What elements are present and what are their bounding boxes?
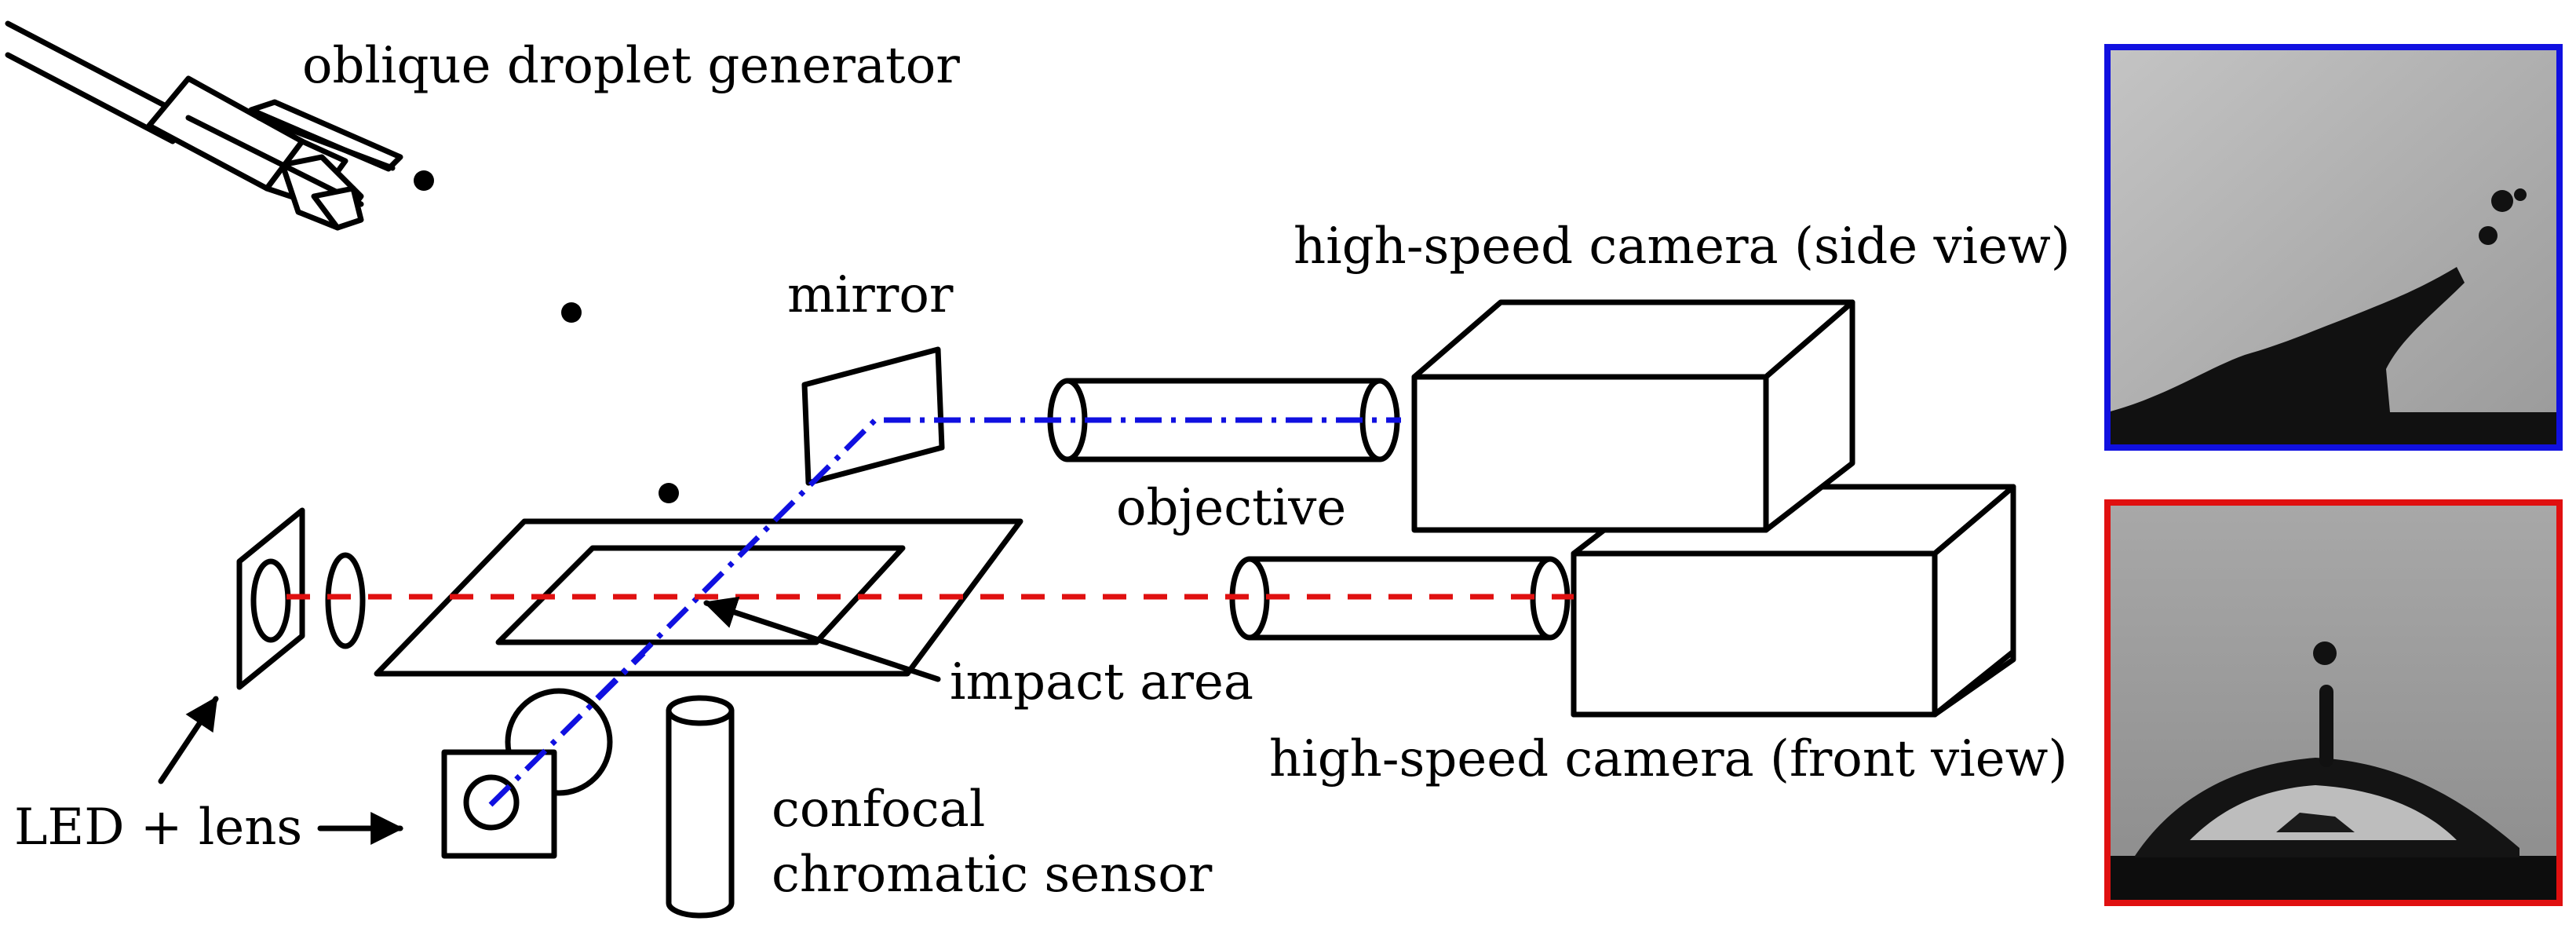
led-lens-assembly [236,507,366,690]
label-objective: objective [1116,479,1346,537]
front-view-photo [2104,499,2563,906]
label-camera-front: high-speed camera (front view) [1269,730,2067,788]
label-sensor-line2: chromatic sensor [772,846,1213,904]
side-view-beam [488,417,1401,807]
label-sensor-line1: confocal [772,780,985,839]
droplet-generator [5,20,403,231]
mirror [801,346,945,486]
label-droplet-generator: oblique droplet generator [302,37,960,95]
confocal-chromatic-sensor [666,695,735,919]
led-arrow-upper [158,696,219,784]
side-view-beam-lower [488,651,646,807]
label-camera-side: high-speed camera (side view) [1293,217,2071,276]
label-led-lens: LED + lens [14,799,302,857]
label-impact-area: impact area [950,653,1253,711]
droplet [561,302,582,323]
impact-area-arrow [703,596,941,682]
label-mirror: mirror [787,266,954,324]
droplet [659,483,679,503]
droplet [414,170,434,191]
bottom-led-lens [441,688,613,859]
side-view-photo [2104,44,2563,451]
